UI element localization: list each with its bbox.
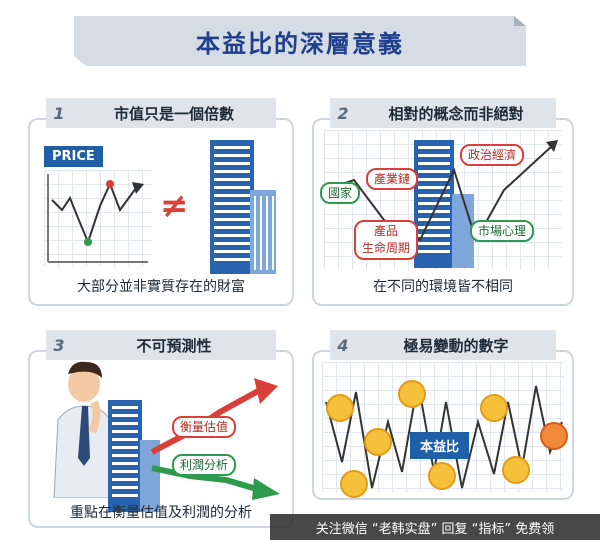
grinning-emoji-icon [480, 394, 508, 422]
tag-country: 國家 [320, 182, 361, 204]
building-icon [108, 400, 160, 512]
volatility-line [325, 381, 563, 489]
tag-market: 市場心理 [470, 220, 535, 242]
businessman-figure [53, 361, 115, 498]
shocked-emoji-icon [502, 456, 530, 484]
pe-ratio-label: 本益比 [410, 432, 470, 459]
tab-2: 2 相對的概念而非絕對 [330, 98, 556, 128]
tag-profit: 利潤分析 [172, 454, 237, 476]
panel-2: 國家 產業鏈 政治經濟 產品 生命周期 市場心理 在不同的環境皆不相同 [312, 118, 574, 306]
panel-3: 衡量估值 利潤分析 重點在衡量估值及利潤的分析 [28, 350, 294, 528]
banner-shape [74, 16, 526, 66]
price-tag: PRICE [44, 146, 103, 167]
panel-4: 本益比 [312, 350, 574, 500]
angry-emoji-icon [540, 422, 568, 450]
tag-product-line1: 產品 [374, 224, 399, 238]
title-banner: 本益比的深層意義 [74, 16, 526, 66]
tab-3: 3 不可預測性 [46, 330, 276, 360]
page-title: 本益比的深層意義 [196, 29, 404, 58]
laughing-emoji-icon [326, 394, 354, 422]
worried-emoji-icon [428, 462, 456, 490]
not-equal-icon: ≠ [160, 186, 189, 226]
footer-watermark: 关注微信 “老韩实盘” 回复 “指标” 免费领 [270, 514, 600, 540]
panel-2-number: 2 [337, 103, 349, 123]
tag-product: 產品 生命周期 [354, 220, 419, 260]
panel-3-number: 3 [53, 335, 65, 355]
price-line-chart [47, 174, 148, 263]
surprised-emoji-icon [340, 470, 368, 498]
tag-politics: 政治經濟 [460, 144, 525, 166]
panel-1-caption: 大部分並非實質存在的財富 [77, 279, 245, 295]
tag-valuation: 衡量估值 [172, 416, 237, 438]
panel-4-number: 4 [337, 335, 349, 355]
panel-1: PRICE ≠ 大部分並非實質存在的財富 [28, 118, 294, 306]
tag-product-line2: 生命周期 [362, 241, 411, 255]
panel-3-caption: 重點在衡量估值及利潤的分析 [70, 505, 252, 521]
building-icon [414, 140, 474, 268]
panel-2-caption: 在不同的環境皆不相同 [373, 279, 513, 295]
panel-3-title: 不可預測性 [136, 336, 212, 355]
tag-industry: 產業鏈 [366, 168, 419, 190]
panel-2-title: 相對的概念而非絕對 [388, 104, 524, 123]
price-chart [44, 170, 152, 266]
panel-1-title: 市值只是一個倍數 [113, 104, 234, 123]
tab-1: 1 市值只是一個倍數 [46, 98, 276, 128]
building-icon [210, 140, 276, 274]
panel-4-title: 極易變動的數字 [403, 336, 509, 355]
tab-4: 4 極易變動的數字 [330, 330, 556, 360]
sad-emoji-icon [364, 428, 392, 456]
panel-1-number: 1 [53, 103, 65, 123]
angry-emoji-icon [398, 380, 426, 408]
